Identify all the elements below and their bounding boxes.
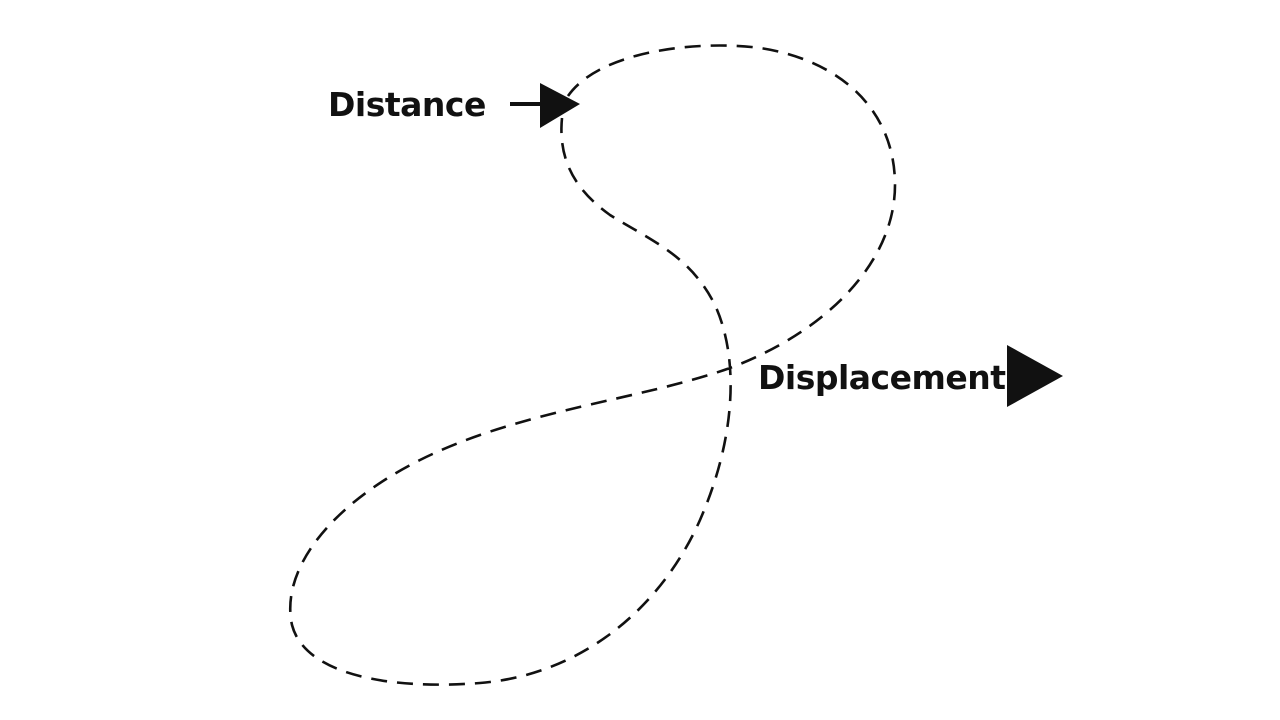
displacement-label: Displacement (758, 358, 1006, 397)
distance-path (289, 44, 897, 686)
displacement-arrow-icon (1007, 345, 1063, 407)
distance-label: Distance (328, 85, 486, 124)
distance-arrow-icon (510, 83, 580, 128)
